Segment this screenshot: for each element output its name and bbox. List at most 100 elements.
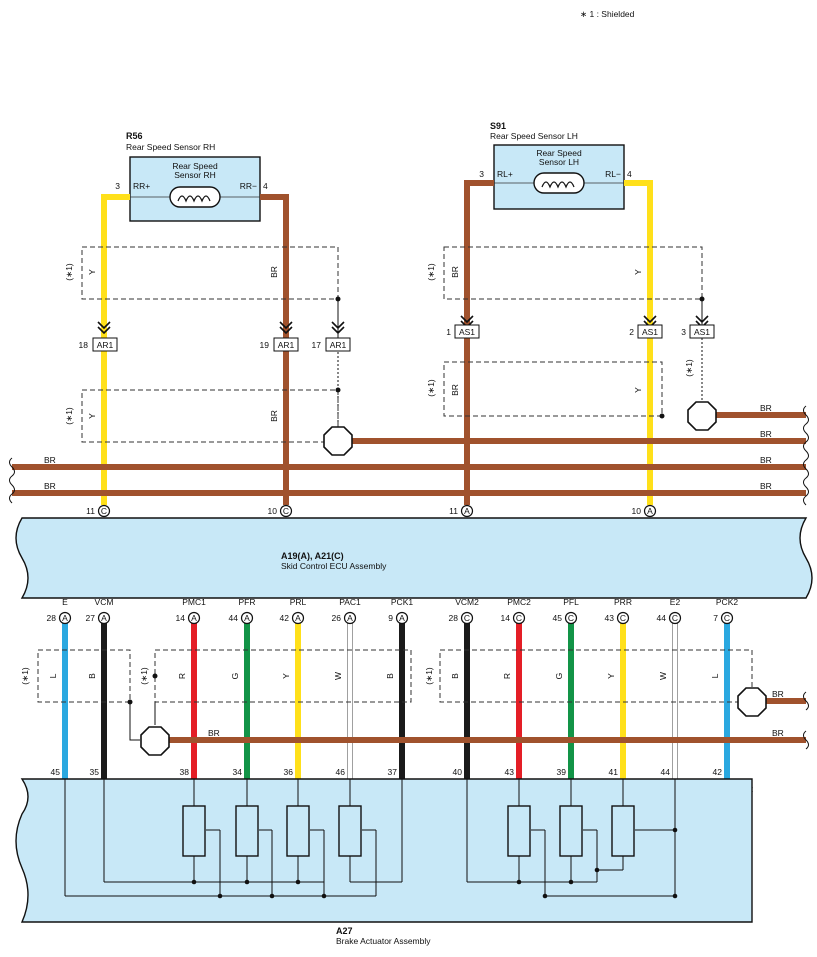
- wire-label-y4: Y: [633, 387, 643, 393]
- s91-pin3-num: 3: [479, 169, 484, 179]
- r56-pin4-num: 4: [263, 181, 268, 191]
- a27-pin-num: 46: [336, 767, 346, 777]
- connector-ar1-18: AR1 18: [79, 321, 118, 352]
- svg-text:43: 43: [605, 613, 615, 623]
- svg-text:C: C: [516, 613, 522, 623]
- shield-label-6: (∗1): [20, 667, 30, 685]
- shield-label-8: (∗1): [424, 667, 434, 685]
- svg-text:PMC2: PMC2: [507, 597, 531, 607]
- s91-box-line1: Rear Speed: [536, 148, 582, 158]
- svg-text:AR1: AR1: [330, 340, 347, 350]
- wire-rl-minus: [624, 180, 653, 505]
- wire-color-label: W: [333, 672, 343, 680]
- wire-color-label: R: [177, 673, 187, 679]
- svg-text:18: 18: [79, 340, 89, 350]
- svg-text:28: 28: [47, 613, 57, 623]
- ecu-name: Skid Control ECU Assembly: [281, 561, 387, 571]
- s91-name: Rear Speed Sensor LH: [490, 131, 578, 141]
- connector-ar1-19: AR1 19: [260, 321, 299, 352]
- shield-ground-icon: [323, 426, 353, 456]
- shield-ground-icon: [140, 726, 170, 756]
- a27-pin-num: 42: [713, 767, 723, 777]
- s91-pin3-label: RL+: [497, 169, 513, 179]
- wire-color-label: B: [87, 673, 97, 679]
- connector-as1-3: AS1 3: [681, 315, 715, 339]
- svg-text:A: A: [101, 613, 107, 623]
- r56-pin3-label: RR+: [133, 181, 150, 191]
- svg-text:AR1: AR1: [278, 340, 295, 350]
- solenoid-icon: [507, 805, 531, 857]
- bus-label-7: BR: [208, 728, 220, 738]
- svg-text:C: C: [283, 506, 289, 516]
- solenoid-icon: [235, 805, 259, 857]
- svg-text:2: 2: [629, 327, 634, 337]
- shield-label-2: (∗1): [64, 407, 74, 425]
- wire-color-label: B: [450, 673, 460, 679]
- s91-code: S91: [490, 121, 506, 131]
- shield-box-rh-lower: [81, 389, 339, 443]
- svg-text:PFR: PFR: [239, 597, 256, 607]
- r56-box-line2: Sensor RH: [174, 170, 216, 180]
- solenoid-icon: [286, 805, 310, 857]
- svg-text:10: 10: [632, 506, 642, 516]
- svg-text:PCK2: PCK2: [716, 597, 738, 607]
- solenoid-icon: [611, 805, 635, 857]
- r56-pin4-label: RR−: [240, 181, 257, 191]
- bus-label-2: BR: [44, 455, 56, 465]
- s91-pin4-num: 4: [627, 169, 632, 179]
- svg-text:42: 42: [280, 613, 290, 623]
- wire-label-br3: BR: [450, 266, 460, 278]
- svg-text:14: 14: [501, 613, 511, 623]
- svg-text:C: C: [724, 613, 730, 623]
- svg-text:17: 17: [312, 340, 322, 350]
- a27-pin-num: 43: [505, 767, 515, 777]
- solenoid-icon: [338, 805, 362, 857]
- shield-box-lower-2: [154, 649, 412, 703]
- a27-code: A27: [336, 926, 353, 936]
- shield-ground-icon: [687, 401, 717, 431]
- wire-color-label: R: [502, 673, 512, 679]
- wire-rr-plus: [101, 194, 130, 505]
- svg-text:VCM: VCM: [95, 597, 114, 607]
- a27-pin-num: 44: [661, 767, 671, 777]
- svg-text:A: A: [191, 613, 197, 623]
- svg-text:A: A: [464, 506, 470, 516]
- r56-box-line1: Rear Speed: [172, 161, 218, 171]
- solenoid-icon: [559, 805, 583, 857]
- wire-label-br4: BR: [450, 384, 460, 396]
- a27-pin-num: 35: [90, 767, 100, 777]
- svg-text:PCK1: PCK1: [391, 597, 413, 607]
- svg-text:3: 3: [681, 327, 686, 337]
- shield-box-rh-upper: [81, 246, 339, 300]
- svg-text:VCM2: VCM2: [455, 597, 479, 607]
- ecu-box: [15, 517, 813, 599]
- wire-color-label: G: [230, 673, 240, 680]
- svg-text:PMC1: PMC1: [182, 597, 206, 607]
- svg-text:9: 9: [388, 613, 393, 623]
- svg-text:11: 11: [449, 506, 458, 516]
- a27-pin-num: 40: [453, 767, 463, 777]
- connector-as1-2: AS1 2: [629, 315, 663, 339]
- wire-label-y2: Y: [87, 413, 97, 419]
- bus-label-5: BR: [760, 481, 772, 491]
- svg-text:AS1: AS1: [694, 327, 710, 337]
- a27-pin-num: 34: [233, 767, 243, 777]
- svg-text:14: 14: [176, 613, 186, 623]
- svg-text:AR1: AR1: [97, 340, 114, 350]
- shield-box-lower-3: [439, 649, 753, 703]
- wire-color-label: L: [710, 673, 720, 678]
- svg-text:45: 45: [553, 613, 563, 623]
- a27-pin-num: 37: [388, 767, 398, 777]
- a27-pin-num: 38: [180, 767, 190, 777]
- bus-label-6: BR: [772, 689, 784, 699]
- shield-box-lh-upper: [443, 246, 703, 300]
- wire-color-label: Y: [606, 673, 616, 679]
- a27-pin-num: 45: [51, 767, 61, 777]
